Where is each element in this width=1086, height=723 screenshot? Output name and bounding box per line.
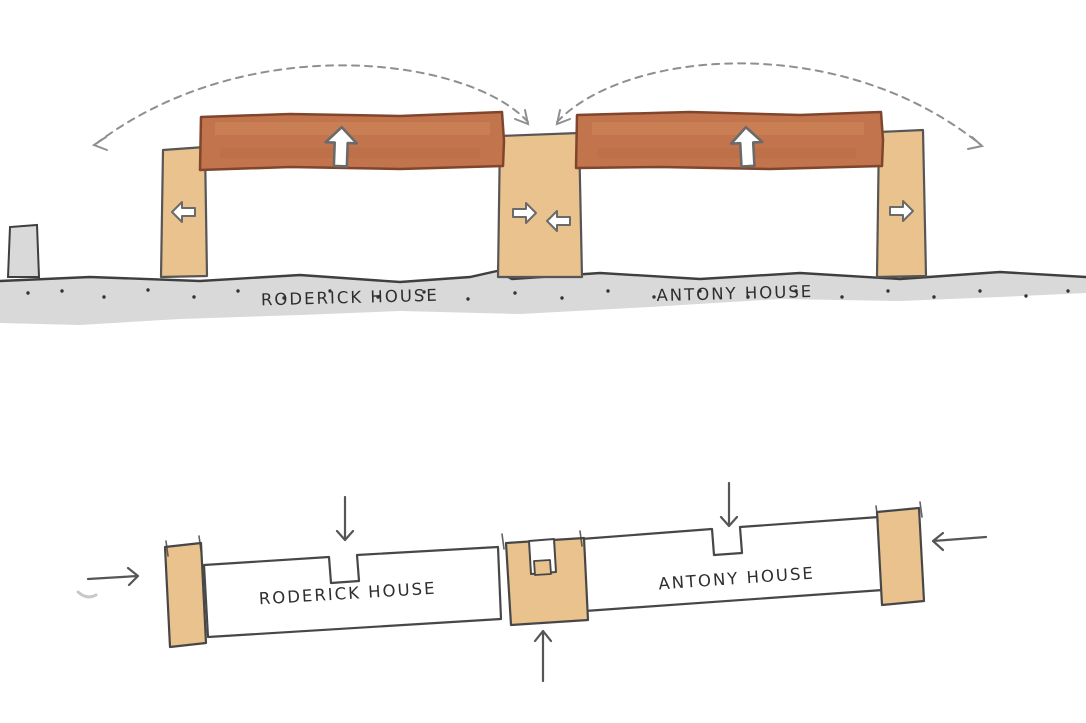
roof-left-up-arrow (324, 125, 359, 168)
ground-dot (652, 295, 656, 299)
airflow-arcs (91, 62, 985, 151)
airflow-arrowhead-center-right (555, 109, 571, 126)
corner-tick (198, 535, 202, 552)
roof-slab-right (574, 110, 885, 171)
vent-arrows (171, 125, 914, 232)
ground-dot (146, 288, 150, 292)
section-diagram: RODERICK HOUSE ANTONY HOUSE (0, 62, 1086, 325)
ground-dot (328, 289, 332, 293)
plan-core-pier (533, 559, 552, 576)
corner-tick (165, 540, 169, 557)
ground-dot (698, 289, 702, 293)
ground-dot (560, 296, 564, 300)
ground-dot (978, 289, 982, 293)
ground-dot (466, 297, 470, 301)
plan-arrow-left-east (931, 531, 988, 552)
corner-tick (875, 505, 879, 522)
ground-dot (794, 289, 798, 293)
ground-dot (1066, 289, 1070, 293)
corner-tick (579, 530, 583, 547)
plan-diagram: RODERICK HOUSE ANTONY HOUSE (76, 481, 988, 683)
roof-texture (215, 122, 490, 135)
wall-right-out-arrow (889, 200, 914, 222)
ground-dot (376, 295, 380, 299)
ground-dot (60, 289, 64, 293)
ground-dot (932, 295, 936, 299)
ground-band (0, 271, 1086, 325)
ground-dot (236, 289, 240, 293)
section-label-roderick: RODERICK HOUSE (261, 286, 439, 310)
roof-texture (598, 148, 856, 158)
ground-dot (102, 295, 106, 299)
corner-ticks (165, 501, 923, 557)
ground-dot (192, 295, 196, 299)
roof-texture (592, 122, 864, 135)
section-label-antony: ANTONY HOUSE (656, 282, 813, 305)
ground-dot (606, 289, 610, 293)
ground-dot (746, 295, 750, 299)
plan-center-core (504, 536, 590, 627)
ground-dot (886, 289, 890, 293)
airflow-arrowhead-center-left (514, 109, 530, 126)
corner-tick (919, 501, 923, 518)
ground-dot (282, 296, 286, 300)
gap-inflow-left-arrow (546, 210, 571, 232)
ground-dot (513, 291, 517, 295)
airflow-arrowhead-west (91, 136, 108, 151)
gap-inflow-right-arrow (512, 202, 537, 224)
section-wall-center (496, 131, 584, 279)
plan-arrow-right-west (86, 566, 140, 587)
ground-dot (26, 291, 30, 295)
roof-texture (220, 148, 480, 158)
airflow-arc-right (556, 62, 982, 146)
plan-right-house-outline (579, 515, 885, 613)
plan-end-wall-left (163, 541, 208, 649)
ground-dot (840, 295, 844, 299)
plan-end-wall-right (875, 506, 926, 607)
wall-left-out-arrow (171, 201, 196, 223)
plan-left-house-outline (202, 545, 503, 639)
ground-dot (422, 290, 426, 294)
corner-tick (501, 533, 505, 550)
roof-slabs (198, 110, 885, 172)
airflow-arc-left (96, 64, 529, 144)
roof-right-up-arrow (729, 125, 764, 168)
plan-strips (202, 515, 885, 639)
plan-arrow-down-left (335, 495, 355, 542)
section-wall-right (875, 128, 928, 279)
ground-step (6, 223, 41, 278)
plan-arrow-up-center (533, 629, 553, 683)
ground-dots (26, 288, 1070, 301)
plan-arrows (86, 481, 988, 683)
plan-walls (163, 506, 926, 649)
plan-arrow-down-right (719, 481, 739, 528)
pencil-smudge (76, 590, 98, 599)
ground-dot (1024, 294, 1028, 298)
airflow-arrowhead-east (967, 136, 985, 150)
